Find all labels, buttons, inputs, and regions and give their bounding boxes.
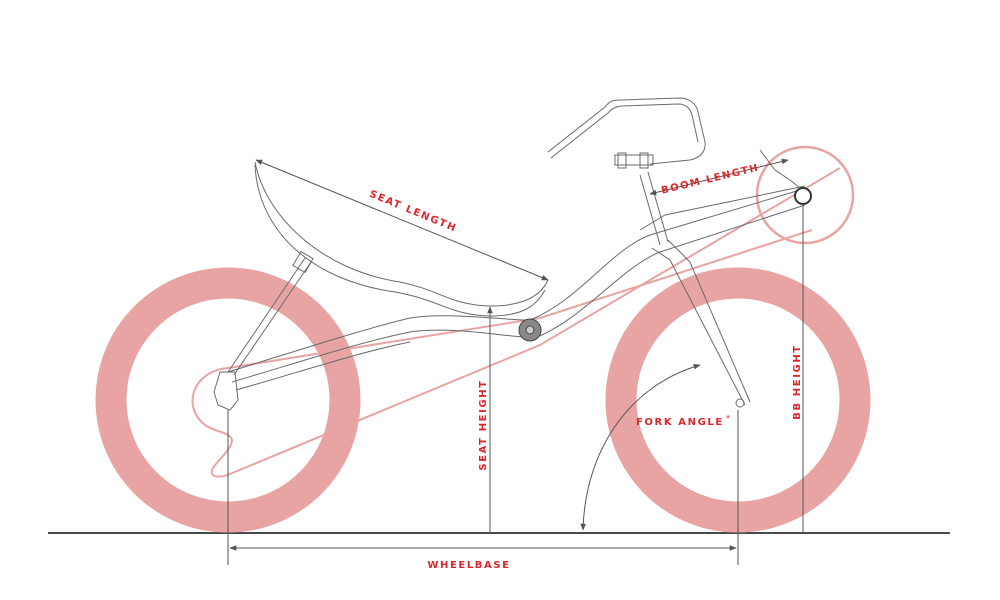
boom-length-dimension: BOOM LENGTH [649,158,789,197]
boom-length-label: BOOM LENGTH [660,162,760,196]
fork-angle-dimension: FORK ANGLE° [580,364,732,531]
bb-height-label: BB HEIGHT [792,344,803,419]
seat-length-dimension: SEAT LENGTH [255,159,549,281]
seat-height-dimension: SEAT HEIGHT [478,306,493,533]
bike-frame [213,97,812,411]
chain [191,167,841,478]
front-crank [794,187,812,205]
wheelbase-label: WHEELBASE [427,560,510,571]
fork-angle-label: FORK ANGLE° [636,415,732,428]
bb-height-dimension: BB HEIGHT [792,204,804,533]
seat-height-label: SEAT HEIGHT [478,379,489,470]
wheelbase-dimension: WHEELBASE [227,410,739,571]
